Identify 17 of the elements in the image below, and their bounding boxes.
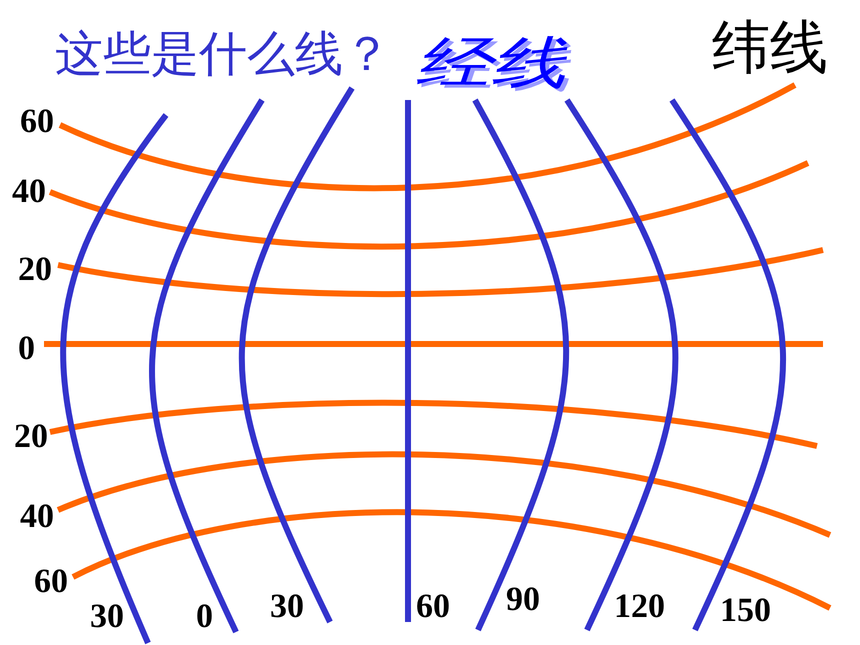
latitude-label: 0 <box>18 332 35 366</box>
line-type-label: 纬线 <box>712 18 828 76</box>
longitude-label: 30 <box>270 590 304 624</box>
line-type-label: 经线 <box>415 36 566 92</box>
longitude-label: 0 <box>196 600 213 634</box>
latitude-label: 40 <box>20 500 54 534</box>
latitude-label: 20 <box>18 253 52 287</box>
latitude-label: 40 <box>12 175 46 209</box>
longitude-label: 90 <box>506 583 540 617</box>
latitude-label: 20 <box>14 420 48 454</box>
longitude-label: 120 <box>614 590 665 624</box>
longitude-label: 150 <box>720 594 771 628</box>
latitude-label: 60 <box>34 565 68 599</box>
latitude-label: 60 <box>20 105 54 139</box>
title: 这些是什么线？ <box>55 30 391 78</box>
longitude-label: 60 <box>416 590 450 624</box>
longitude-label: 30 <box>90 600 124 634</box>
